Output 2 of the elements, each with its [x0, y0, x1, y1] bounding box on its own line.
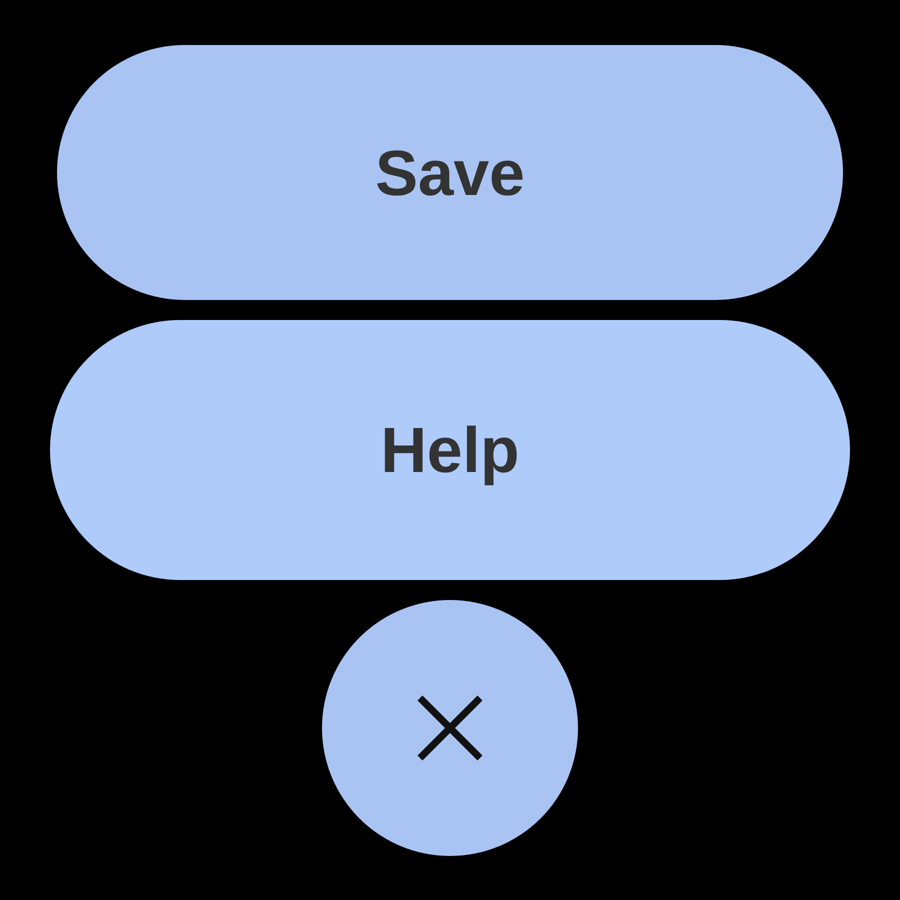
pill-button: Save	[57, 45, 843, 300]
pill-button: Help	[50, 320, 850, 580]
